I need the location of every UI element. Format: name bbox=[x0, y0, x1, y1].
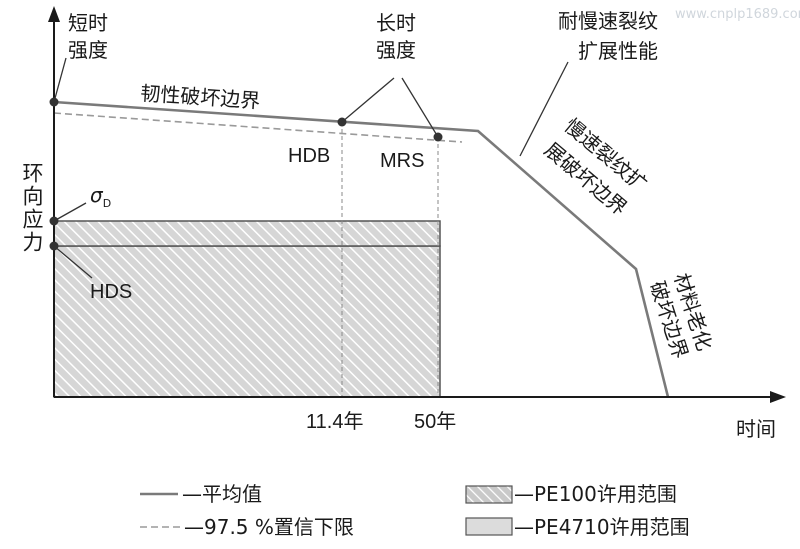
watermark-text: www.cnplp1689.com bbox=[675, 7, 800, 22]
x-axis-arrow bbox=[770, 391, 786, 403]
legend-mean-label: —平均值 bbox=[182, 482, 262, 506]
long-strength-label-1: 长时 bbox=[376, 11, 416, 35]
short-strength-label-1: 短时 bbox=[68, 11, 108, 35]
x-tick-11-4: 11.4年 bbox=[306, 410, 363, 433]
hds-label: HDS bbox=[90, 281, 132, 303]
hdb-label: HDB bbox=[288, 145, 330, 167]
mrs-label: MRS bbox=[380, 150, 424, 172]
x-axis-label: 时间 bbox=[736, 417, 776, 441]
pe4710-allowed-region bbox=[53, 245, 441, 398]
legend-lcl-label: —97.5 %置信下限 bbox=[184, 515, 354, 539]
pe100-allowed-region bbox=[53, 220, 441, 247]
scg-resist-label-2: 扩展性能 bbox=[578, 39, 658, 63]
mean-failure-line bbox=[53, 100, 670, 398]
short-strength-label-2: 强度 bbox=[68, 38, 108, 62]
legend-pe4710-swatch bbox=[465, 517, 513, 536]
long-strength-leader-mrs bbox=[401, 77, 439, 138]
x-tick-50: 50年 bbox=[414, 410, 456, 433]
lcl-line bbox=[53, 112, 463, 143]
legend-pe100-label: —PE100许用范围 bbox=[514, 482, 677, 506]
y-axis-label: 环向应力 bbox=[20, 162, 44, 254]
sigma-d-label: σD bbox=[90, 183, 111, 210]
legend-pe100-swatch bbox=[465, 485, 513, 504]
sigma-d-leader bbox=[53, 202, 87, 222]
scg-resist-label-1: 耐慢速裂纹 bbox=[558, 9, 658, 33]
long-strength-label-2: 强度 bbox=[376, 38, 416, 62]
legend-pe4710-label: —PE4710许用范围 bbox=[514, 515, 690, 539]
y-axis-arrow bbox=[48, 6, 60, 22]
short-strength-leader bbox=[53, 57, 67, 103]
scg-resist-leader bbox=[519, 61, 569, 157]
long-strength-leader-hdb bbox=[341, 77, 395, 123]
hds-leader bbox=[53, 245, 93, 279]
